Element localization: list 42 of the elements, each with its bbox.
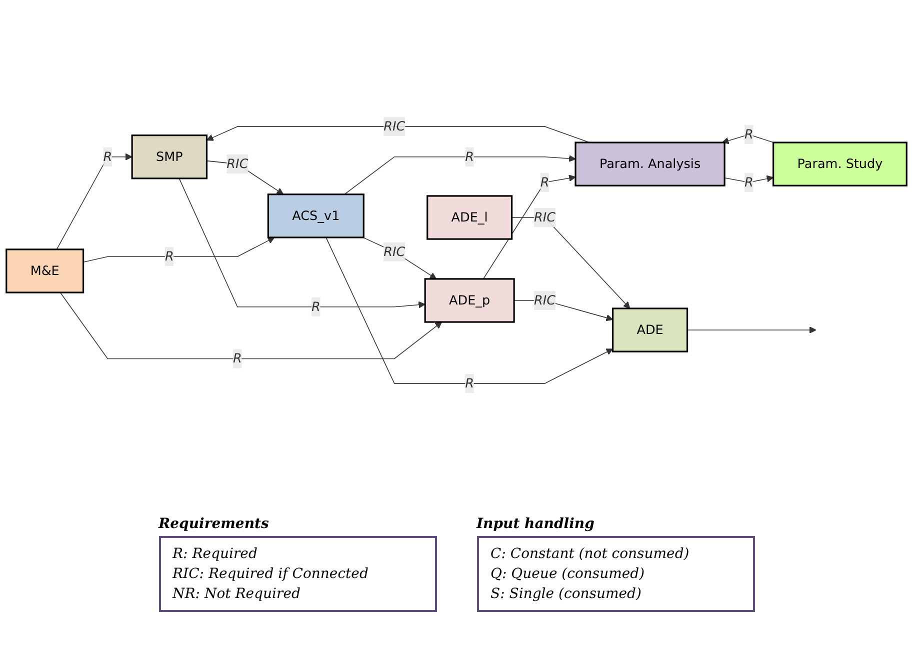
edge-label: RIC (534, 210, 556, 225)
key-heading: Requirements (158, 516, 269, 532)
key-entry: RIC: Required if Connected (172, 566, 370, 582)
key-entry: C: Constant (not consumed) (490, 546, 690, 562)
edge-label: RIC (384, 244, 406, 259)
arrow (686, 326, 816, 334)
edge-label: R (103, 148, 112, 164)
arrow (206, 126, 590, 143)
key-entry: NR: Not Required (172, 586, 302, 602)
arrow (482, 174, 576, 280)
edge-label: R (744, 126, 754, 142)
arrow (362, 237, 437, 280)
arrow (60, 292, 442, 360)
key-heading: Input handling (476, 516, 594, 532)
arrow (178, 178, 426, 308)
key-entry: Q: Queue (consumed) (490, 566, 646, 582)
key-entry: S: Single (consumed) (490, 586, 642, 602)
edge-label: RIC (226, 156, 248, 172)
node-box: ACS_v1 (267, 194, 364, 238)
arrow (511, 217, 630, 309)
node-box: M&E (6, 248, 84, 294)
edge-label: R (744, 174, 754, 190)
node-box: ADE_l (426, 195, 513, 240)
edge-label: R (465, 375, 474, 391)
arrow (514, 300, 614, 322)
arrow (344, 155, 576, 195)
edge-label: R (164, 248, 174, 264)
arrow (326, 237, 614, 384)
edge-label: R (540, 174, 550, 190)
key-entry: R: Required (172, 546, 258, 562)
node-box: ADE (612, 308, 688, 352)
node-box: Param. Analysis (574, 142, 726, 186)
edge-label: RIC (534, 292, 556, 308)
edge-label: R (311, 298, 320, 314)
node-box: ADE_p (424, 278, 515, 323)
edge-label: R (233, 350, 242, 366)
edge-label: RIC (384, 118, 406, 134)
node-box: SMP (131, 134, 208, 180)
arrow (82, 237, 275, 263)
arrow (56, 153, 132, 250)
node-box: Param. Study (772, 142, 908, 186)
edge-label: R (465, 148, 474, 164)
